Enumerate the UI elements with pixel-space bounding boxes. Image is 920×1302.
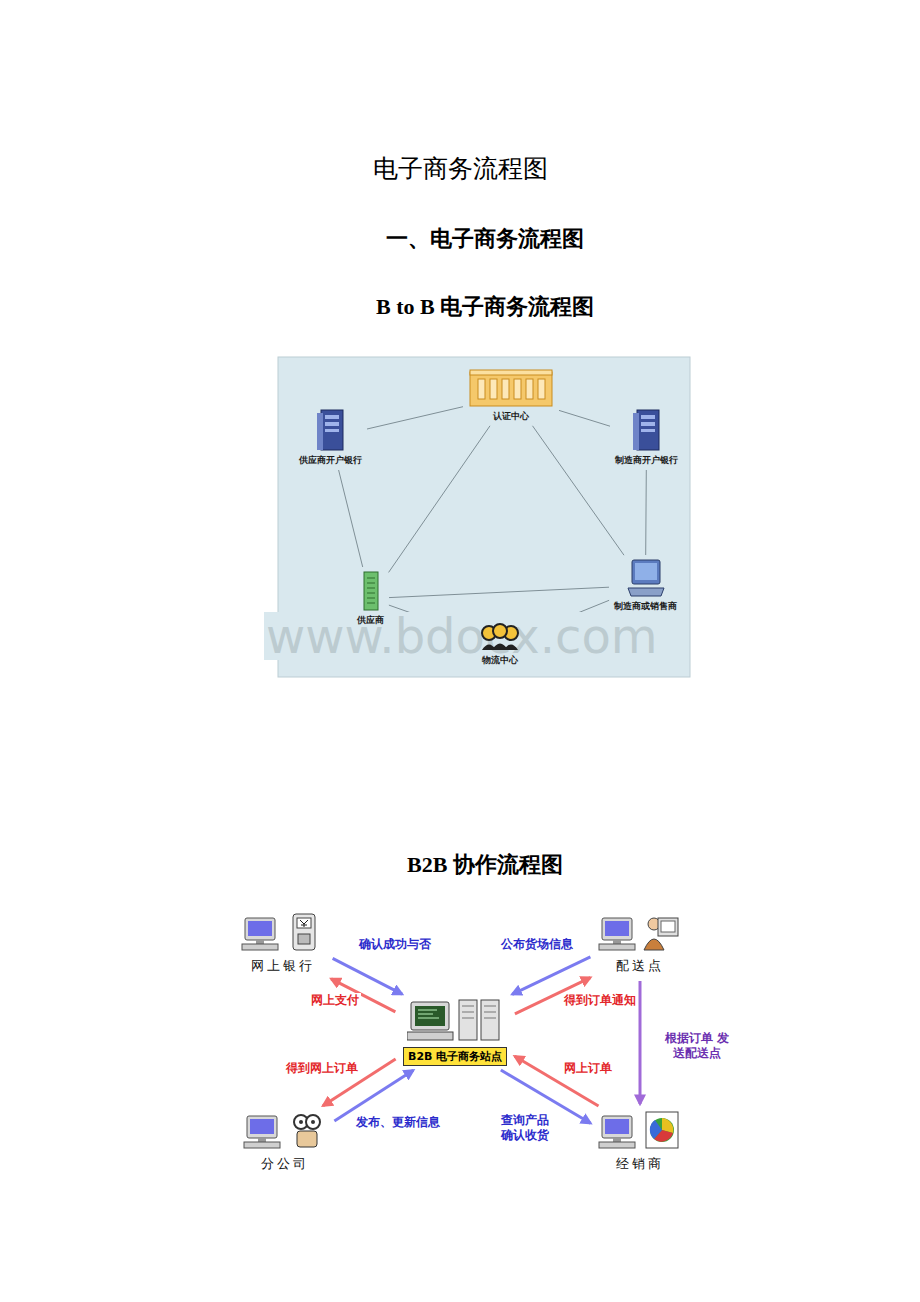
node-icon <box>631 408 663 452</box>
dealer: 经销商 <box>594 1108 686 1175</box>
node-icon <box>478 622 522 652</box>
node-icon <box>362 570 380 612</box>
node-icon <box>598 1110 682 1152</box>
node-icon <box>598 1110 682 1152</box>
node-icon <box>468 368 554 408</box>
arrow-label: 根据订单 发送配送点 <box>661 1031 733 1061</box>
node-icon <box>243 1110 327 1152</box>
flow-arrow <box>333 958 403 994</box>
online-bank: 网上银行 <box>237 910 329 977</box>
link-line <box>339 470 363 567</box>
arrow-label: 查询产品 确认收货 <box>492 1113 558 1143</box>
node-icon <box>478 622 522 652</box>
arrow-label: 发布、更新信息 <box>354 1115 442 1130</box>
branch-office: 分公司 <box>239 1108 331 1175</box>
node-label: 经销商 <box>616 1155 664 1173</box>
link-line <box>367 407 463 429</box>
node-icon <box>407 998 503 1044</box>
watermark: www.bdocx.com <box>264 612 660 660</box>
node-icon <box>362 570 380 612</box>
flow-arrow <box>334 1070 413 1121</box>
delivery-point: 配送点 <box>594 910 686 977</box>
node-label: 物流中心 <box>482 654 518 667</box>
node-icon <box>626 558 666 598</box>
node-icon <box>598 912 682 954</box>
certificate-center: 认证中心 <box>464 366 558 425</box>
node-icon <box>407 998 503 1044</box>
node-icon <box>598 912 682 954</box>
link-line <box>389 587 609 597</box>
node-label: 网上银行 <box>251 957 315 975</box>
node-icon <box>241 912 325 954</box>
arrow-label: 网上支付 <box>309 993 361 1008</box>
logistics-center: 物流中心 <box>474 620 526 669</box>
node-icon <box>315 408 347 452</box>
link-line <box>533 426 625 555</box>
node-label: 分公司 <box>261 1155 309 1173</box>
link-line <box>559 410 610 426</box>
node-icon <box>631 408 663 452</box>
node-icon <box>468 368 554 408</box>
node-label: 配送点 <box>616 957 664 975</box>
node-label: B2B 电子商务站点 <box>403 1047 507 1066</box>
node-icon <box>241 912 325 954</box>
flow-arrow <box>512 957 590 994</box>
bank-server: 供应商开户银行 <box>295 406 366 469</box>
node-icon <box>243 1110 327 1152</box>
node-icon <box>626 558 666 598</box>
arrow-label: 得到订单通知 <box>562 993 638 1008</box>
diagram-heading: B2B 协作流程图 <box>407 850 563 880</box>
node-icon <box>315 408 347 452</box>
node-label: 制造商开户银行 <box>615 454 678 467</box>
page-title: 电子商务流程图 <box>373 152 548 185</box>
bank-server: 制造商开户银行 <box>611 406 682 469</box>
maker-computer: 制造商或销售商 <box>610 556 681 615</box>
supplier-server: 供应商 <box>353 568 388 629</box>
arrow-label: 得到网上订单 <box>284 1061 360 1076</box>
node-label: 供应商开户银行 <box>299 454 362 467</box>
arrow-label: 确认成功与否 <box>357 937 433 952</box>
node-label: 供应商 <box>357 614 384 627</box>
arrow-label: 公布货场信息 <box>499 937 575 952</box>
node-label: 认证中心 <box>493 410 529 423</box>
link-line <box>645 470 647 555</box>
diagram-heading: B to B 电子商务流程图 <box>376 292 594 322</box>
link-line <box>389 426 490 573</box>
flow-arrow <box>639 981 642 1104</box>
arrow-label: 网上订单 <box>562 1061 614 1076</box>
node-label: 制造商或销售商 <box>614 600 677 613</box>
section-heading: 一、电子商务流程图 <box>386 224 584 254</box>
b2b-site: B2B 电子商务站点 <box>399 996 511 1068</box>
